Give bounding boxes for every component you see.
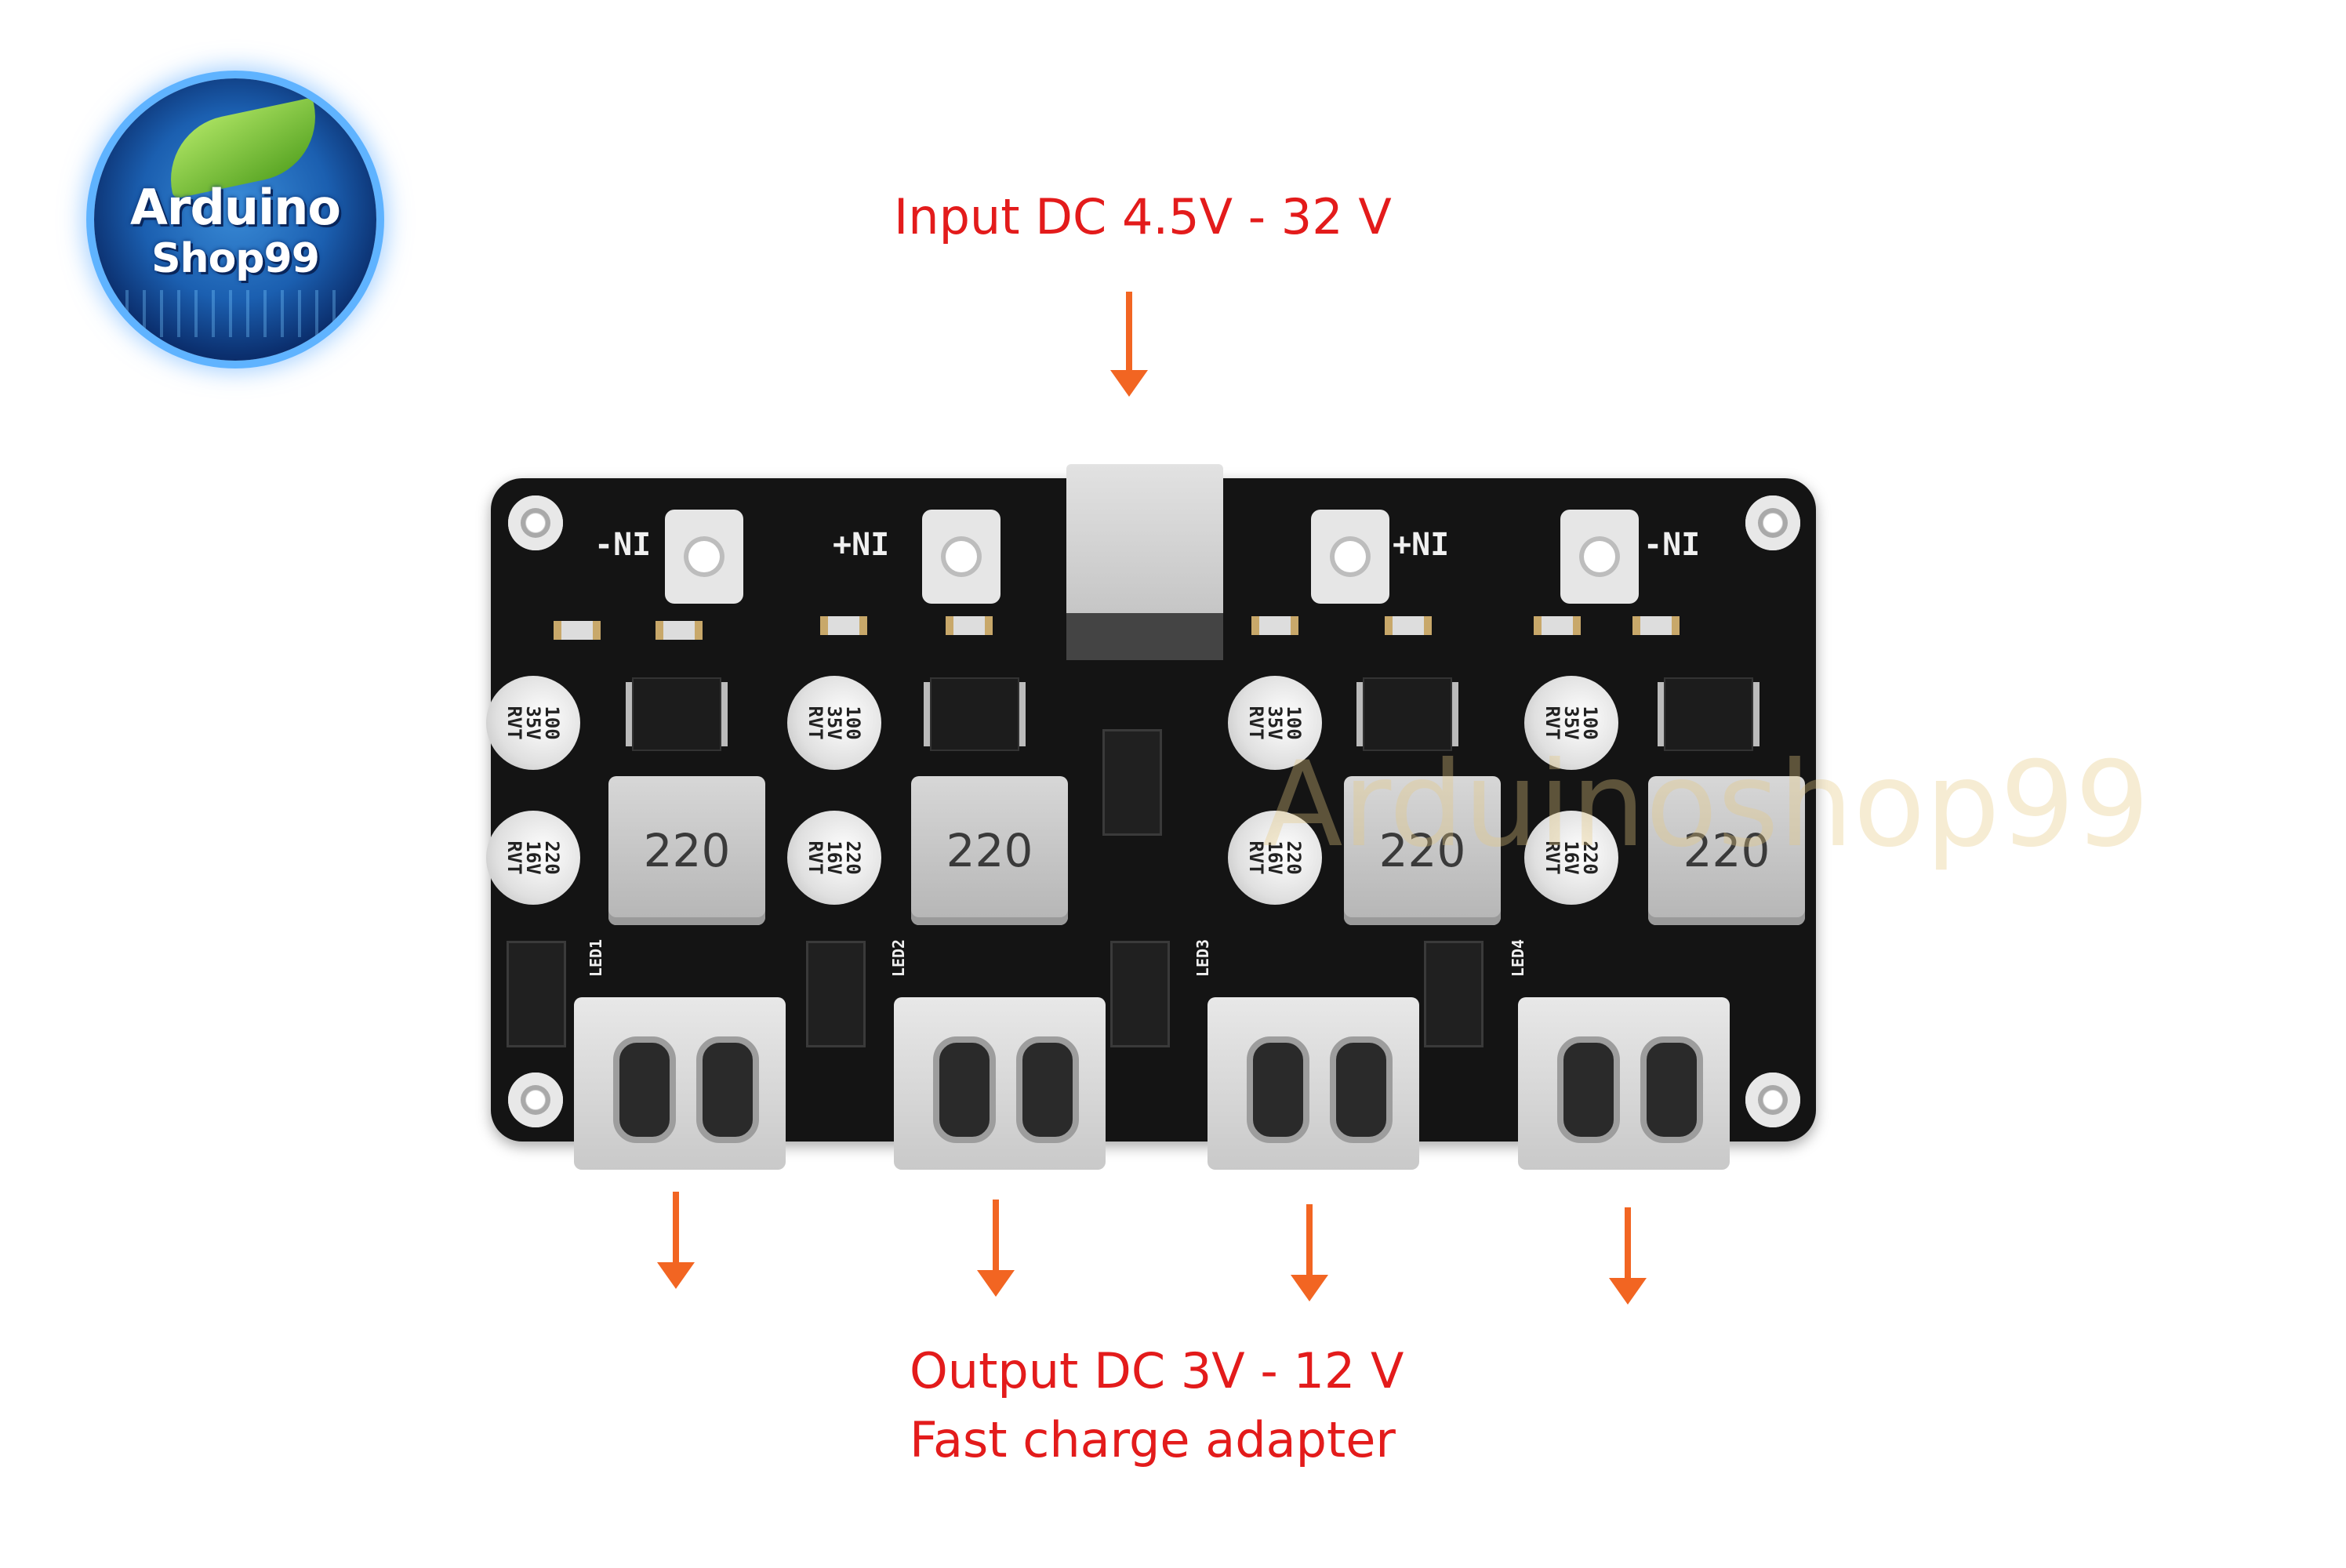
cap-brand: RVT [503,840,525,875]
mounting-hole [1745,495,1800,550]
watermark: Arduinoshop99 [1262,737,2150,873]
output-caption-line2: Fast charge adapter [910,1411,1396,1468]
output-arrow [1609,1207,1647,1305]
output-diode [507,941,566,1047]
cap-voltage: 35V [1264,706,1286,740]
dc-input-jack [1066,464,1223,660]
smd-resistor [1534,616,1581,635]
cap-brand: RVT [503,706,525,740]
pcb-board: -NI +NI +NI -NI 100 35V RVT 100 35V RVT … [486,464,1816,1170]
smd-resistor [820,616,867,635]
schottky-diode [1102,729,1162,836]
cap-value: 100 [541,706,563,740]
silk-label: -NI [1643,527,1701,563]
cap-brand: RVT [1542,706,1563,740]
input-arrow [1110,292,1148,397]
input-pad [665,510,743,604]
smd-resistor [1251,616,1298,635]
led-label: LED4 [1509,938,1528,978]
cap-value: 220 [541,840,563,875]
cap-voltage: 16V [823,840,845,875]
led-label: LED3 [1193,938,1213,978]
smd-resistor [554,621,601,640]
smd-resistor [656,621,703,640]
mounting-hole [508,1073,563,1127]
silk-label: -NI [594,527,652,563]
cap-brand: RVT [804,840,826,875]
inductor: 220 [608,776,765,925]
output-diode [806,941,866,1047]
mounting-hole [1745,1073,1800,1127]
capacitor-100uf: 100 35V RVT [486,676,580,770]
inductor: 220 [911,776,1068,925]
output-diode [1424,941,1484,1047]
cap-voltage: 35V [1560,706,1582,740]
mounting-hole [508,495,563,550]
cap-value: 100 [842,706,864,740]
input-caption: Input DC 4.5V - 32 V [894,188,1392,245]
logo-line1: Arduino [129,179,341,236]
cap-value: 100 [1283,706,1305,740]
usb-port-2 [894,997,1106,1170]
regulator-ic [1363,677,1452,751]
usb-port-4 [1518,997,1730,1170]
output-arrow [977,1200,1015,1297]
smd-resistor [1385,616,1432,635]
inductor: 220 [1648,776,1805,925]
output-diode [1110,941,1170,1047]
usb-port-1 [574,997,786,1170]
led-label: LED1 [586,938,606,978]
logo-line2: Shop99 [151,235,320,282]
usb-port-3 [1208,997,1419,1170]
input-pad [922,510,1000,604]
cap-brand: RVT [804,706,826,740]
cap-voltage: 35V [522,706,544,740]
cap-voltage: 16V [522,840,544,875]
input-pad [1560,510,1639,604]
input-pad [1311,510,1389,604]
output-arrow [657,1192,695,1289]
capacitor-220uf: 220 16V RVT [787,811,881,905]
cap-value: 100 [1579,706,1601,740]
smd-resistor [946,616,993,635]
inductor: 220 [1344,776,1501,925]
regulator-ic [632,677,721,751]
cap-value: 220 [842,840,864,875]
led-label: LED2 [889,938,909,978]
output-caption-line1: Output DC 3V - 12 V [910,1342,1404,1399]
arduinoshop99-logo: Arduino Shop99 [94,78,376,361]
silk-label: +NI [833,527,890,563]
regulator-ic [930,677,1019,751]
regulator-ic [1664,677,1753,751]
smd-resistor [1632,616,1680,635]
capacitor-100uf: 100 35V RVT [787,676,881,770]
cap-brand: RVT [1245,706,1267,740]
silk-label: +NI [1393,527,1450,563]
output-arrow [1291,1204,1328,1301]
circuit-pattern [125,290,345,337]
cap-voltage: 35V [823,706,845,740]
capacitor-220uf: 220 16V RVT [486,811,580,905]
